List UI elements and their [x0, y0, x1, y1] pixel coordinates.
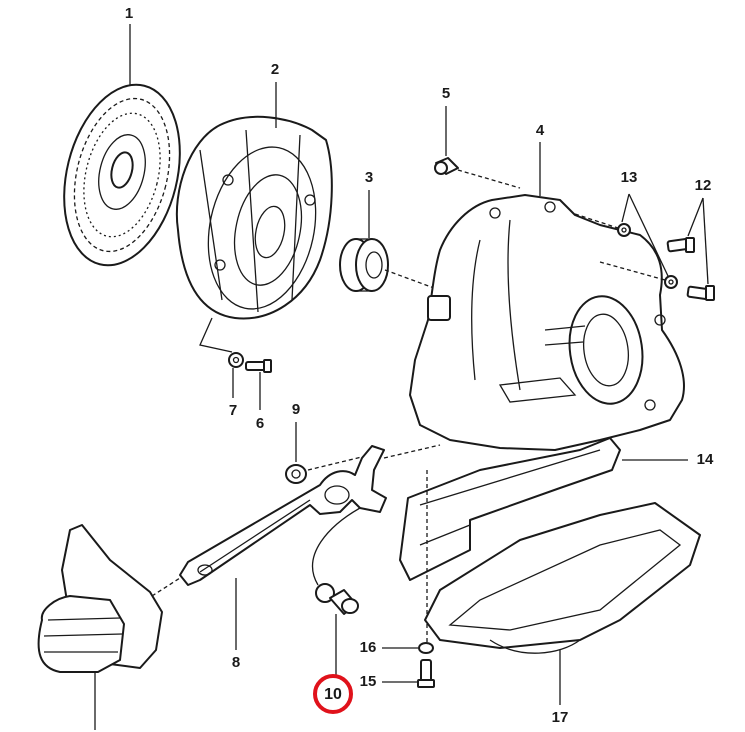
pan-washer[interactable]	[418, 642, 434, 654]
pressure-plate[interactable]	[175, 115, 333, 320]
label-10: 10	[324, 686, 342, 703]
label-13: 13	[621, 169, 638, 186]
dowel-pin[interactable]	[434, 157, 459, 175]
label-12: 12	[695, 177, 712, 194]
label-4: 4	[536, 122, 545, 139]
label-9: 9	[292, 401, 300, 418]
clutch-disc[interactable]	[46, 72, 197, 277]
washer-upper[interactable]	[617, 223, 631, 237]
label-10-highlight-ring	[313, 674, 353, 714]
fork-boot[interactable]	[37, 524, 163, 730]
pressure-plate-bolt[interactable]	[245, 359, 272, 373]
release-fork[interactable]	[179, 445, 387, 586]
housing-bolt-lower[interactable]	[686, 285, 715, 301]
housing-bolt-upper[interactable]	[666, 237, 695, 253]
retaining-ring[interactable]	[285, 464, 307, 484]
label-16: 16	[360, 639, 377, 656]
label-14: 14	[697, 451, 714, 468]
label-2: 2	[271, 61, 279, 78]
label-8: 8	[232, 654, 240, 671]
label-17: 17	[552, 709, 569, 726]
dust-cover-pan[interactable]	[424, 502, 701, 654]
cover-plate[interactable]	[399, 437, 621, 581]
washer-lower[interactable]	[664, 275, 678, 289]
pressure-plate-washer[interactable]	[228, 352, 244, 368]
label-7: 7	[229, 402, 237, 419]
label-3: 3	[365, 169, 373, 186]
label-6: 6	[256, 415, 264, 432]
bell-housing[interactable]	[409, 194, 685, 451]
label-5: 5	[442, 85, 450, 102]
label-15: 15	[360, 673, 377, 690]
label-1: 1	[125, 5, 133, 22]
pan-bolt[interactable]	[417, 659, 435, 688]
release-bearing[interactable]	[339, 238, 389, 292]
pivot-ball-stud[interactable]	[315, 583, 359, 615]
